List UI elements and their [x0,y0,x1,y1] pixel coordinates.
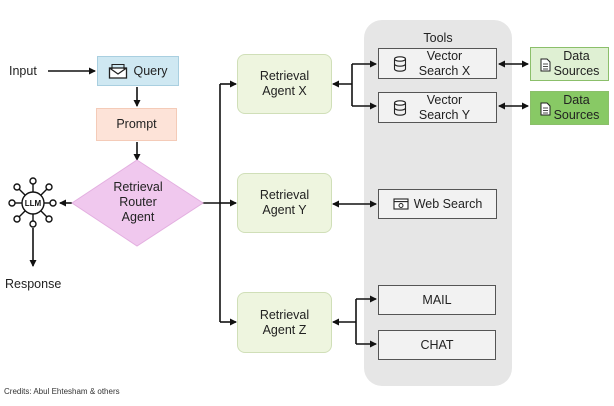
chat-box: CHAT [378,330,496,360]
input-label: Input [9,64,37,78]
data-sources-box-1: Data Sources [530,47,609,81]
agent-y-label-line2: Agent Y [262,203,307,217]
agent-x-label-line1: Retrieval [259,69,310,83]
database-icon [393,56,407,72]
agent-z-label-line1: Retrieval [259,307,310,322]
document-icon [540,58,551,72]
data-sources-2-line1: Data [563,93,590,107]
agent-z-label-line2: Agent Z [262,322,307,337]
response-label: Response [5,277,62,291]
web-search-label: Web Search [413,196,483,211]
agent-z-box: Retrieval Agent Z [237,292,332,353]
data-sources-box-2: Data Sources [530,91,609,125]
credits-text: Credits: Abul Ehtesham & others [4,387,120,396]
agent-x-box: Retrieval Agent X [237,54,332,114]
router-diamond [71,159,204,247]
llm-network-icon [8,177,57,228]
web-search-box: Web Search [378,189,497,219]
prompt-box: Prompt [96,108,177,141]
data-sources-1-line2: Sources [553,64,600,78]
data-sources-1-line1: Data [563,49,590,63]
vector-search-x-line1: Vector [426,48,463,63]
query-box: Query [97,56,179,86]
browser-icon [393,198,409,210]
router-label-line3: Agent [122,210,155,224]
router-label-line1: Retrieval [113,180,162,194]
data-sources-2-line2: Sources [553,108,600,122]
query-label: Query [133,63,168,78]
database-icon [393,100,407,116]
agent-x-label-line2: Agent X [262,84,307,98]
router-label-line2: Router [119,195,157,209]
vector-search-y-box: Vector Search Y [378,92,497,123]
agent-y-box: Retrieval Agent Y [237,173,332,233]
vector-search-x-line2: Search X [418,63,471,78]
tools-title: Tools [423,31,453,45]
vector-search-y-line1: Vector [426,92,463,107]
vector-search-y-line2: Search Y [418,107,471,122]
llm-label: LLM [25,199,42,208]
vector-search-x-box: Vector Search X [378,48,497,79]
document-icon [540,102,551,116]
envelope-icon [109,63,128,79]
mail-box: MAIL [378,285,496,315]
agent-y-label-line1: Retrieval [259,188,310,202]
mail-label: MAIL [422,292,452,307]
chat-label: CHAT [420,337,454,352]
prompt-label: Prompt [116,117,157,131]
